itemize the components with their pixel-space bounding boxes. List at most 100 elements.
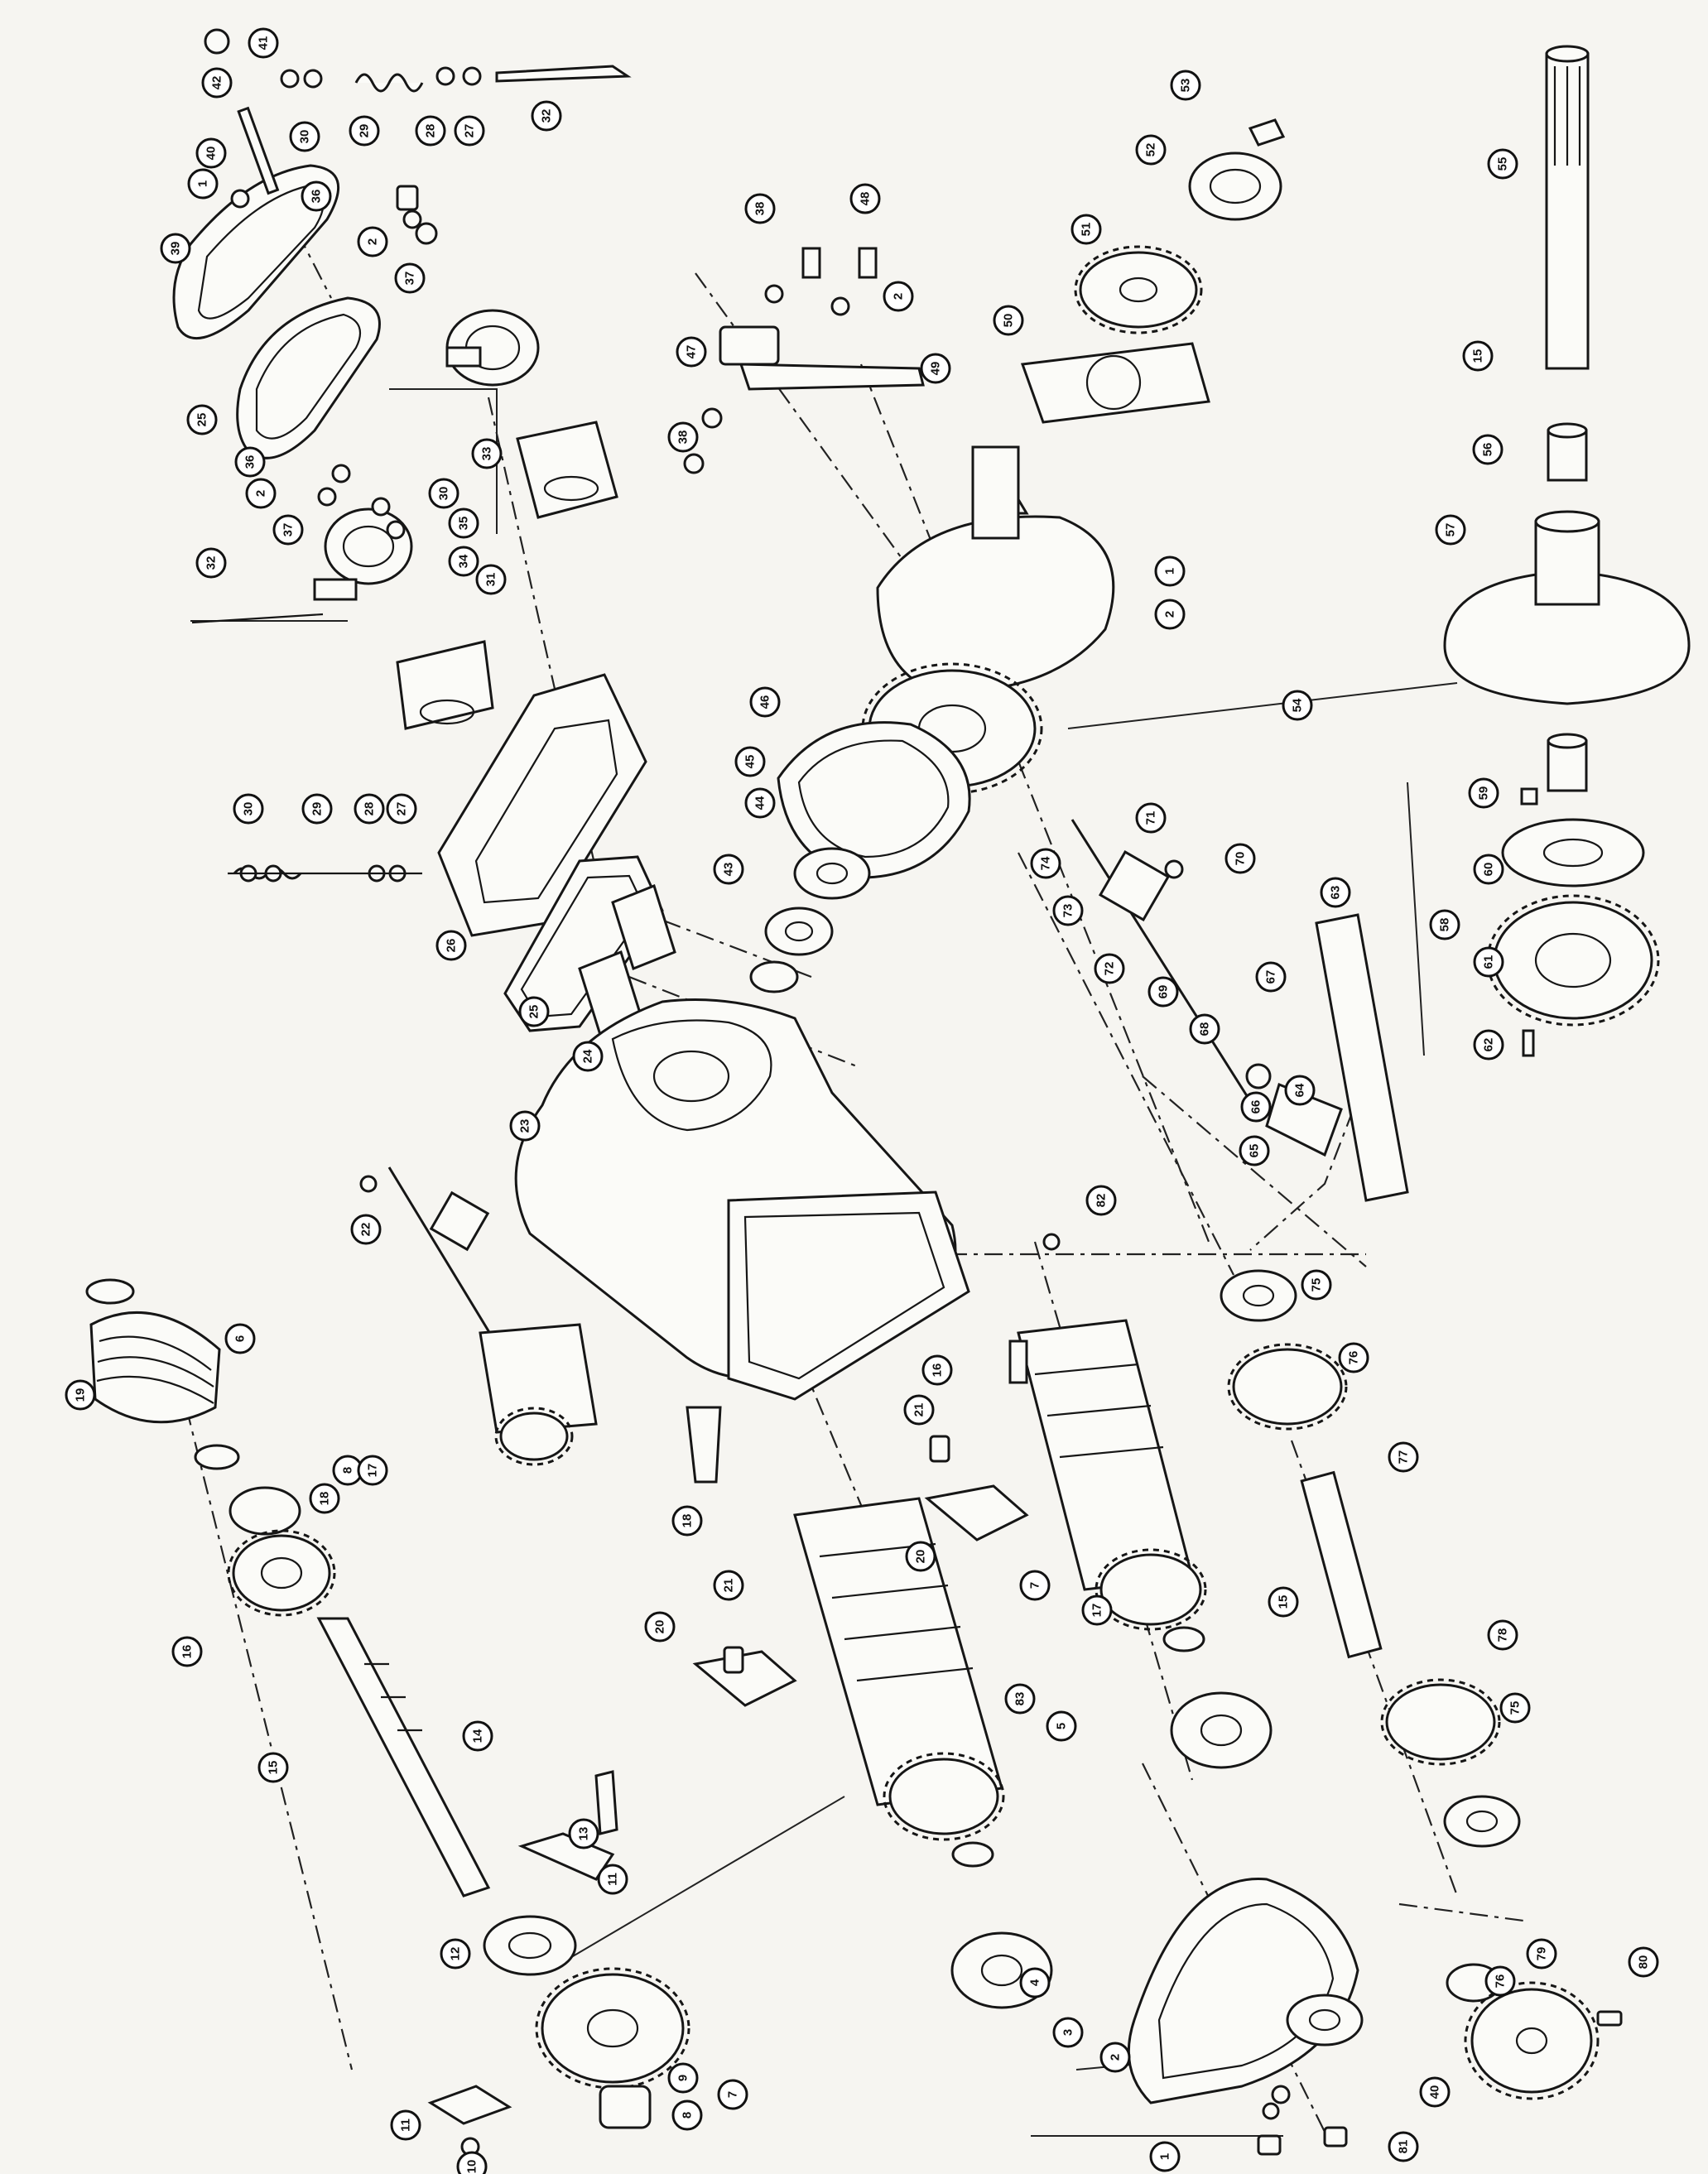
callout-circle: [440, 1938, 471, 1970]
callout-7: 7: [717, 2079, 748, 2110]
callout-53: 53: [1170, 70, 1201, 101]
callout-circle: [1004, 1683, 1036, 1715]
callout-circle: [1487, 148, 1518, 180]
callout-circle: [1473, 946, 1504, 978]
callout-number: 53: [1179, 79, 1193, 93]
callout-circle: [1338, 1342, 1369, 1373]
callout-circle: [160, 233, 191, 264]
callout-36: 36: [301, 180, 332, 212]
callout-32: 32: [531, 100, 562, 132]
callout-1: 1: [187, 168, 219, 200]
callout-number: 29: [310, 802, 325, 816]
callout-circle: [744, 193, 776, 224]
callout-47: 47: [676, 336, 707, 368]
callout-70: 70: [1224, 843, 1256, 874]
callout-77: 77: [1388, 1441, 1419, 1473]
callout-11: 11: [390, 2109, 421, 2141]
callout-number: 25: [195, 413, 209, 427]
callout-41: 41: [248, 27, 279, 59]
callout-number: 70: [1234, 852, 1248, 866]
callout-5: 5: [1046, 1710, 1077, 1742]
callout-36: 36: [234, 446, 266, 478]
callout-circle: [428, 478, 459, 509]
callout-number: 1: [196, 180, 210, 187]
callout-circle: [644, 1611, 676, 1643]
callout-circle: [1268, 1586, 1299, 1618]
callout-circle: [1484, 1965, 1516, 1997]
callout-number: 40: [1428, 2085, 1442, 2099]
callout-number: 61: [1482, 955, 1496, 969]
callout-75: 75: [1301, 1269, 1332, 1301]
callout-circle: [1255, 961, 1287, 993]
callout-number: 79: [1535, 1947, 1549, 1961]
callout-56: 56: [1472, 434, 1504, 465]
callout-circle: [357, 1455, 388, 1486]
callout-circle: [1526, 1938, 1557, 1970]
callout-73: 73: [1052, 895, 1084, 926]
callout-number: 80: [1637, 1955, 1651, 1970]
callout-number: 63: [1329, 886, 1343, 900]
callout-15: 15: [1462, 340, 1494, 372]
callout-circle: [920, 353, 951, 384]
callout-37: 37: [272, 514, 304, 546]
callout-8: 8: [671, 2099, 703, 2131]
callout-18: 18: [309, 1483, 340, 1514]
callout-circle: [386, 793, 417, 825]
callout-circle: [301, 793, 333, 825]
callout-circle: [289, 121, 320, 152]
callout-circle: [734, 746, 766, 777]
callout-28: 28: [354, 793, 385, 825]
callout-circle: [1154, 599, 1186, 630]
callout-number: 34: [457, 554, 471, 568]
callout-15: 15: [1268, 1586, 1299, 1618]
callout-1: 1: [1154, 556, 1186, 587]
callout-number: 58: [1438, 918, 1452, 932]
callout-circle: [1240, 1091, 1272, 1123]
callout-33: 33: [471, 438, 503, 469]
callout-number: 3: [1061, 2029, 1075, 2036]
callout-circle: [1085, 1185, 1117, 1216]
callout-number: 16: [180, 1645, 195, 1659]
callout-number: 22: [359, 1223, 373, 1237]
callout-number: 57: [1444, 523, 1458, 537]
callout-circle: [849, 183, 881, 214]
callout-1: 1: [1149, 2141, 1181, 2172]
callout-number: 60: [1482, 863, 1496, 877]
callout-25: 25: [186, 404, 218, 435]
callout-circle: [1487, 1619, 1518, 1651]
callout-circle: [903, 1394, 935, 1426]
callout-number: 2: [1163, 611, 1177, 618]
callout-number: 7: [1028, 1582, 1042, 1589]
callout-circle: [1147, 976, 1179, 1008]
callout-circle: [435, 930, 467, 961]
callout-number: 38: [753, 202, 767, 216]
callout-number: 18: [681, 1514, 695, 1528]
callout-number: 15: [1277, 1595, 1291, 1609]
callout-number: 69: [1157, 985, 1171, 999]
callout-number: 62: [1482, 1038, 1496, 1052]
callout-circle: [1149, 2141, 1181, 2172]
callout-number: 37: [403, 272, 417, 286]
callout-circle: [518, 996, 550, 1027]
callout-circle: [448, 507, 479, 539]
callout-number: 21: [912, 1403, 926, 1417]
callout-number: 82: [1095, 1194, 1109, 1208]
callout-number: 20: [914, 1550, 928, 1564]
callout-circle: [186, 404, 218, 435]
callout-number: 30: [437, 487, 451, 501]
callout-32: 32: [195, 547, 227, 579]
callout-circle: [1435, 514, 1466, 546]
callout-17: 17: [357, 1455, 388, 1486]
callout-63: 63: [1320, 877, 1351, 908]
callout-40: 40: [1419, 2076, 1451, 2108]
callout-circle: [454, 115, 485, 147]
callout-55: 55: [1487, 148, 1518, 180]
callout-number: 47: [685, 345, 699, 359]
callout-circle: [749, 686, 781, 718]
callout-number: 75: [1508, 1701, 1523, 1715]
callout-22: 22: [350, 1214, 382, 1245]
callout-number: 7: [726, 2091, 740, 2098]
callout-65: 65: [1239, 1135, 1270, 1166]
callout-number: 48: [859, 192, 873, 206]
